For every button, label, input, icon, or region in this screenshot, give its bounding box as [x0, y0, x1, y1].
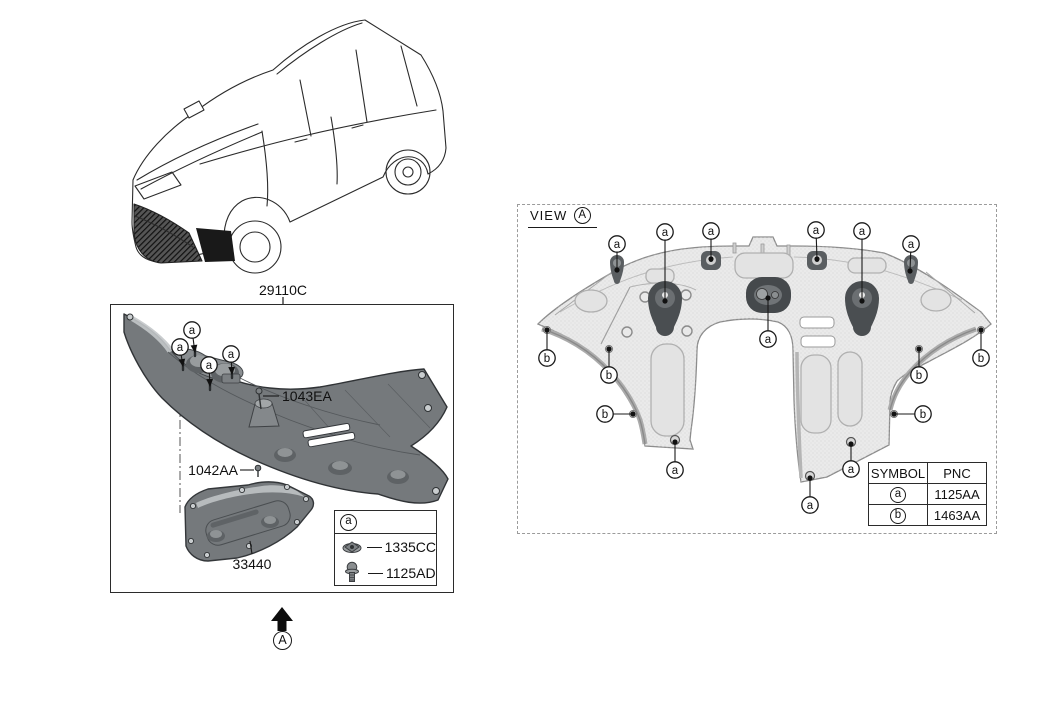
front-under-cover-panel — [110, 304, 454, 593]
pnc-header: PNC — [927, 462, 987, 484]
part-label-1335cc[interactable]: 1335CC — [384, 539, 436, 555]
vehicle-illustration — [131, 19, 447, 274]
view-a-panel — [517, 204, 997, 534]
part-label-1043ea[interactable]: 1043EA — [282, 388, 332, 404]
pnc-value[interactable]: 1125AA — [927, 483, 987, 505]
table-row: a 1125AA — [868, 483, 987, 505]
legend-item: 1335CC — [335, 534, 436, 560]
part-label-29110c[interactable]: 29110C — [258, 282, 307, 298]
part-label-1042aa[interactable]: 1042AA — [188, 462, 238, 478]
side-under-cover-art — [184, 481, 315, 562]
legend-leader-line — [368, 572, 383, 574]
view-label-text: VIEW — [530, 208, 568, 223]
symbol-pnc-table: SYMBOL PNC a 1125AA b 1463AA — [868, 462, 987, 526]
symbol-b-badge: b — [890, 507, 906, 524]
view-symbol-a: A — [574, 207, 592, 224]
symbol-header: SYMBOL — [868, 462, 928, 484]
view-a-marker: A — [273, 631, 292, 650]
pnc-value[interactable]: 1463AA — [927, 504, 987, 526]
legend-leader-line — [367, 546, 382, 548]
legend-item: 1125AD — [335, 560, 436, 586]
part-label-33440[interactable]: 33440 — [232, 556, 272, 572]
fastener-legend: a 1335CC 1125AD — [334, 510, 437, 586]
under-cover-bottom-view-art — [537, 236, 992, 483]
part-label-1125ad[interactable]: 1125AD — [386, 565, 436, 581]
table-row: b 1463AA — [868, 504, 987, 526]
legend-header: a — [335, 511, 436, 534]
table-header-row: SYMBOL PNC — [868, 462, 987, 484]
legend-symbol-a: a — [340, 513, 357, 531]
view-direction-arrow-icon — [271, 607, 293, 631]
clip-fastener-icon — [342, 541, 362, 553]
screw-fastener-icon — [345, 561, 359, 582]
view-a-title: VIEW A — [528, 207, 598, 228]
symbol-a-badge: a — [890, 486, 906, 503]
